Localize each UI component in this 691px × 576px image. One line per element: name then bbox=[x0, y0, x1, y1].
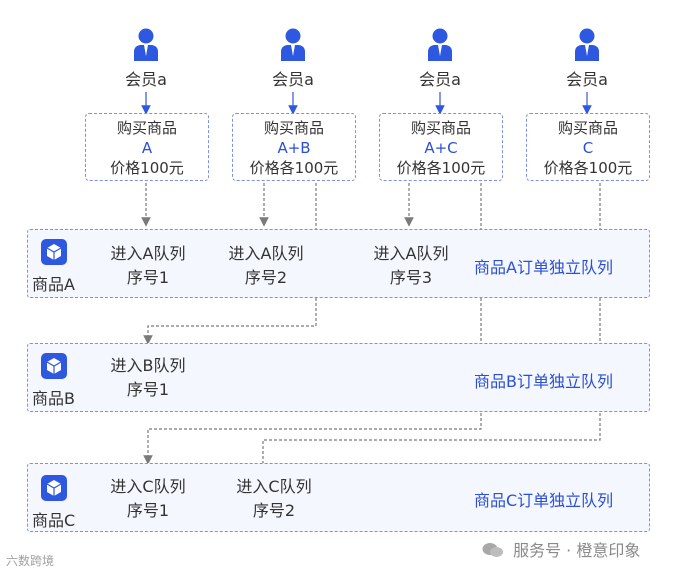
purchase-box-2: 购买商品 A+B 价格各100元 bbox=[232, 113, 356, 181]
purchase-box-1: 购买商品 A 价格100元 bbox=[85, 113, 209, 181]
person-icon bbox=[134, 28, 158, 61]
person-icon bbox=[575, 28, 599, 61]
purchase-title: 购买商品 bbox=[116, 119, 177, 137]
queue-a: 商品A 进入A队列 序号1 进入A队列 序号2 进入A队列 序号3 商品A订单独… bbox=[27, 229, 650, 298]
purchase-products: A bbox=[141, 139, 153, 157]
purchase-price: 价格100元 bbox=[110, 159, 184, 177]
queue-entry: 进入A队列 序号1 bbox=[98, 242, 198, 290]
purchase-price: 价格各100元 bbox=[543, 159, 633, 177]
product-name: 商品A bbox=[32, 275, 75, 294]
purchase-box-4: 购买商品 C 价格各100元 bbox=[526, 113, 650, 181]
entry-action: 进入B队列 bbox=[110, 356, 186, 375]
purchase-price: 价格各100元 bbox=[396, 159, 486, 177]
entry-action: 进入A队列 bbox=[373, 244, 449, 263]
queue-entry: 进入C队列 序号1 bbox=[98, 475, 198, 523]
queue-entry: 进入C队列 序号2 bbox=[224, 475, 324, 523]
purchase-products: C bbox=[582, 139, 594, 157]
person-icon bbox=[281, 28, 305, 61]
purchase-title: 购买商品 bbox=[557, 119, 618, 137]
member-label: 会员a bbox=[272, 70, 314, 89]
entry-seq: 序号1 bbox=[126, 268, 170, 287]
entry-action: 进入C队列 bbox=[110, 477, 186, 496]
member-label: 会员a bbox=[125, 70, 167, 89]
entry-action: 进入A队列 bbox=[228, 244, 304, 263]
watermark-right-text: 服务号 · 橙意印象 bbox=[513, 541, 641, 560]
entry-action: 进入A队列 bbox=[110, 244, 186, 263]
queue-title: 商品B订单独立队列 bbox=[474, 372, 613, 391]
member-arrows bbox=[141, 92, 592, 115]
entry-seq: 序号2 bbox=[252, 501, 296, 520]
queue-entry: 进入A队列 序号2 bbox=[216, 242, 316, 290]
purchase-title: 购买商品 bbox=[263, 119, 324, 137]
product-name: 商品C bbox=[32, 511, 76, 530]
queue-title: 商品C订单独立队列 bbox=[474, 491, 614, 510]
member-label: 会员a bbox=[566, 70, 608, 89]
purchase-products: A+B bbox=[277, 139, 311, 157]
watermark-left: 六数跨境 bbox=[6, 552, 54, 569]
person-icon bbox=[428, 28, 452, 61]
purchase-price: 价格各100元 bbox=[249, 159, 339, 177]
queue-entry: 进入B队列 序号1 bbox=[98, 354, 198, 402]
product-name: 商品B bbox=[32, 389, 75, 408]
entry-seq: 序号3 bbox=[389, 268, 433, 287]
queue-connectors bbox=[141, 183, 601, 475]
queue-c: 商品C 进入C队列 序号1 进入C队列 序号2 商品C订单独立队列 bbox=[27, 463, 650, 532]
entry-seq: 序号1 bbox=[126, 501, 170, 520]
box-icon bbox=[41, 353, 67, 379]
queue-entry: 进入A队列 序号3 bbox=[361, 242, 461, 290]
purchase-box-3: 购买商品 A+C 价格各100元 bbox=[379, 113, 503, 181]
wechat-icon bbox=[482, 542, 504, 558]
queue-title: 商品A订单独立队列 bbox=[474, 258, 613, 277]
purchase-products: A+C bbox=[424, 139, 458, 157]
entry-seq: 序号1 bbox=[126, 380, 170, 399]
box-icon bbox=[41, 239, 67, 265]
purchase-title: 购买商品 bbox=[410, 119, 471, 137]
member-label: 会员a bbox=[419, 70, 461, 89]
queue-b: 商品B 进入B队列 序号1 商品B订单独立队列 bbox=[27, 343, 650, 412]
watermark-right: 服务号 · 橙意印象 bbox=[482, 537, 640, 561]
box-icon bbox=[41, 475, 67, 501]
watermark-left-text: 六数跨境 bbox=[6, 554, 55, 568]
entry-action: 进入C队列 bbox=[236, 477, 312, 496]
entry-seq: 序号2 bbox=[244, 268, 288, 287]
